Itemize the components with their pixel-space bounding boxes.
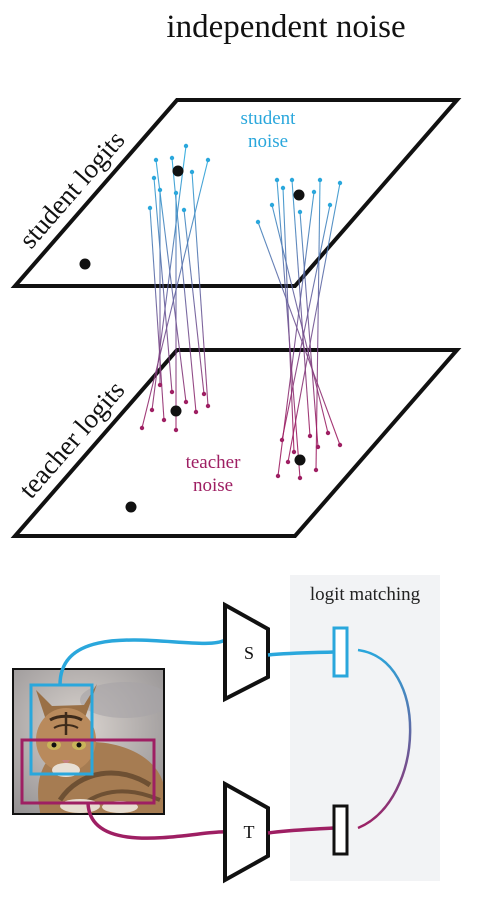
- student-logit-point-1: [172, 165, 184, 177]
- teacher-noise-dot: [183, 399, 189, 405]
- student-output-connection: [267, 650, 335, 657]
- teacher-logit-vector: [332, 804, 349, 856]
- teacher-noise-dot: [313, 467, 319, 473]
- teacher-noise-dot: [205, 403, 211, 409]
- teacher-noise-dot: [161, 417, 167, 423]
- logit-matching-label: logit matching: [310, 584, 421, 605]
- student-noise-dot: [157, 187, 163, 193]
- teacher-noise-label-line1: teacher: [186, 452, 242, 473]
- teacher-network: T: [223, 780, 270, 884]
- teacher-noise-dot: [337, 442, 343, 448]
- student-noise-dot: [317, 177, 323, 183]
- student-noise-dot: [289, 177, 295, 183]
- teacher-noise-dot: [285, 459, 291, 465]
- student-noise-dot: [327, 202, 333, 208]
- student-noise-dot: [173, 190, 179, 196]
- student-logit-point-3: [79, 258, 91, 270]
- teacher-noise-dot: [193, 409, 199, 415]
- teacher-noise-dot: [325, 430, 331, 436]
- teacher-noise-dot: [297, 475, 303, 481]
- student-noise-dot: [280, 185, 286, 191]
- teacher-output-connection: [267, 826, 335, 835]
- noise-fiber: [287, 182, 341, 463]
- student-noise-dot: [255, 219, 261, 225]
- teacher-network-label: T: [244, 822, 255, 842]
- noise-fiber: [257, 221, 341, 446]
- student-noise-dot: [269, 202, 275, 208]
- teacher-noise-dot: [149, 407, 155, 413]
- student-network-label: S: [244, 643, 254, 663]
- teacher-logit-point-2: [294, 454, 306, 466]
- student-noise-dots: [147, 143, 343, 225]
- student-noise-dot: [153, 157, 159, 163]
- student-noise-dot: [151, 175, 157, 181]
- teacher-noise-dot: [291, 449, 297, 455]
- noise-fiber: [155, 159, 187, 403]
- noise-fiber: [271, 204, 329, 434]
- student-logit-point-2: [293, 189, 305, 201]
- noise-fiber: [183, 209, 205, 395]
- student-noise-dot: [183, 143, 189, 149]
- student-network: S: [223, 601, 270, 703]
- student-noise-dot: [297, 209, 303, 215]
- student-noise-dot: [147, 205, 153, 211]
- noise-fiber: [153, 177, 173, 393]
- teacher-logits-plane: [10, 348, 462, 538]
- teacher-noise-dot: [169, 389, 175, 395]
- teacher-noise-dot: [139, 425, 145, 431]
- noise-fiber: [315, 179, 321, 471]
- teacher-noise-dot: [275, 473, 281, 479]
- student-noise-dot: [274, 177, 280, 183]
- teacher-noise-dot: [173, 427, 179, 433]
- logit-matching-box: logit matching: [290, 575, 440, 881]
- noise-fiber: [299, 211, 319, 448]
- student-noise-dot: [311, 189, 317, 195]
- student-noise-dot: [337, 180, 343, 186]
- teacher-noise-dot: [157, 382, 163, 388]
- teacher-logit-point-1: [170, 405, 182, 417]
- teacher-logit-point-3: [125, 501, 137, 513]
- teacher-noise-dots: [139, 382, 343, 481]
- teacher-noise-dot: [201, 391, 207, 397]
- noise-fiber: [281, 204, 331, 441]
- student-input-connection: [58, 638, 226, 686]
- student-noise-dot: [181, 207, 187, 213]
- teacher-noise-dot: [279, 437, 285, 443]
- student-logits-plane: [10, 98, 462, 288]
- noise-fiber: [191, 171, 209, 407]
- student-noise-dot: [205, 157, 211, 163]
- teacher-noise-dot: [315, 444, 321, 450]
- noise-fibers: [141, 145, 341, 479]
- student-logit-vector: [332, 626, 349, 678]
- teacher-input-connection: [86, 802, 226, 840]
- student-noise-dot: [189, 169, 195, 175]
- student-noise-label-line1: student: [241, 108, 297, 129]
- teacher-noise-label-line2: noise: [193, 475, 233, 496]
- noise-fiber: [282, 187, 295, 453]
- title: independent noise: [166, 9, 405, 45]
- student-noise-dot: [169, 155, 175, 161]
- noise-fiber: [141, 159, 209, 429]
- logit-matching-arc: [357, 648, 412, 830]
- noise-fiber: [291, 179, 311, 437]
- student-noise-label-line2: noise: [248, 131, 288, 152]
- teacher-noise-dot: [307, 433, 313, 439]
